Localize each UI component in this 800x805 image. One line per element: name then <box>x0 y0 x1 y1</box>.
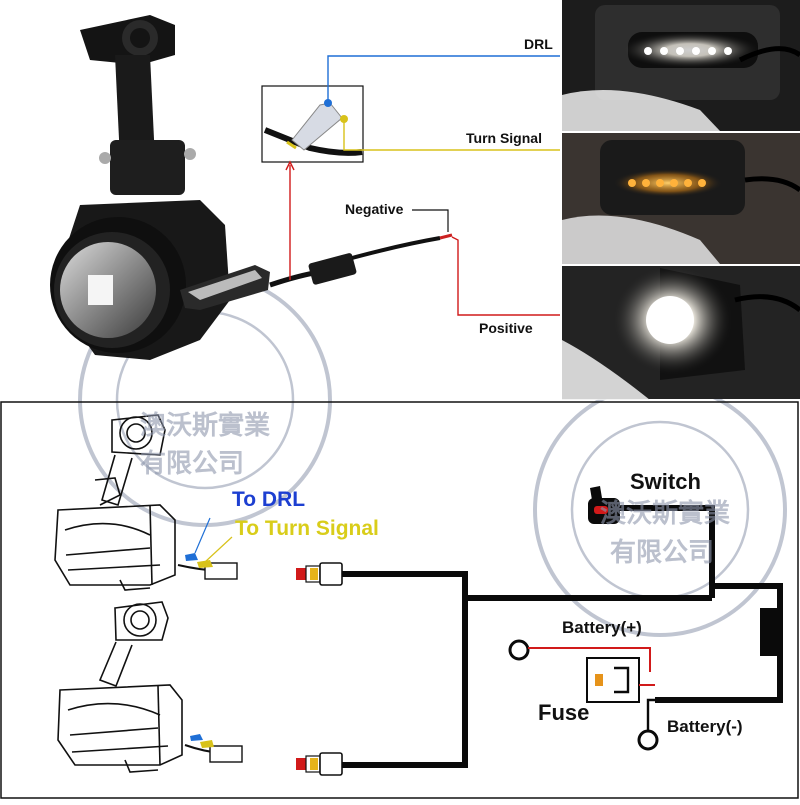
positive-callout-wire <box>285 160 560 316</box>
watermark-text-left-1: 澳沃斯實業 <box>140 411 271 441</box>
watermark-text-right-2: 有限公司 <box>610 538 715 568</box>
negative-label: Negative <box>345 201 404 217</box>
drl-callout-wire <box>327 55 560 103</box>
led-light-turn-icon <box>628 179 706 187</box>
photo-drl-mode <box>562 0 800 131</box>
turn-signal-label: Turn Signal <box>466 130 542 146</box>
to-turn-signal-label: To Turn Signal <box>235 517 379 540</box>
harness-connector-1 <box>296 562 343 586</box>
switch-icon <box>588 486 620 524</box>
fuse-label: Fuse <box>538 700 590 725</box>
light2-wires <box>184 734 243 763</box>
battery-negative-terminal-icon <box>637 698 659 751</box>
photo-turn-signal-mode <box>562 133 800 264</box>
led-light-drl-icon <box>644 47 732 55</box>
light1-wires <box>177 517 238 580</box>
photo-positive-mode <box>562 265 800 400</box>
light-outline-1 <box>54 414 176 591</box>
drl-label: DRL <box>524 36 553 52</box>
battery-positive-label: Battery(+) <box>562 618 642 637</box>
wiring-panel-border <box>0 401 799 799</box>
harness-relay-block <box>760 608 782 656</box>
switch-label: Switch <box>630 469 701 494</box>
watermark-text-left-2: 有限公司 <box>140 449 245 479</box>
battery-negative-label: Battery(-) <box>667 717 743 736</box>
negative-callout-wire <box>412 209 449 232</box>
battery-positive-terminal-icon <box>508 639 651 672</box>
positive-label: Positive <box>479 320 533 336</box>
light-outline-2 <box>57 601 183 773</box>
fog-light-product <box>50 15 453 360</box>
led-light-spot-icon <box>646 296 694 344</box>
fuse-icon <box>586 657 655 703</box>
to-drl-label: To DRL <box>232 488 306 511</box>
harness-connector-2 <box>296 752 343 776</box>
wiring-harness <box>342 505 783 768</box>
turn-callout-wire <box>343 119 560 151</box>
watermark-text-right-1: 澳沃斯實業 <box>600 499 731 529</box>
